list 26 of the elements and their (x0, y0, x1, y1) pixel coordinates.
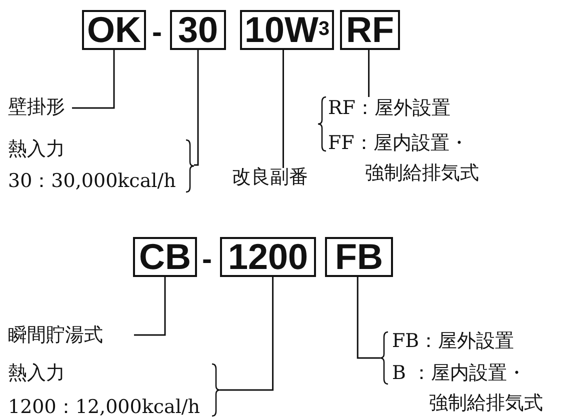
label-text: 熱入力 (8, 140, 65, 159)
label-text: FF：屋内設置・強制給排気式 (328, 131, 480, 186)
code-box: 1200 (220, 237, 316, 277)
code-box: OK (82, 10, 146, 50)
code-box: FB (325, 237, 393, 277)
label-text: 壁掛形 (8, 98, 72, 120)
label-text: 1200：12,000kcal/h (8, 398, 200, 417)
label-text: B ：屋内設置・強制給排気式 (392, 361, 544, 416)
leader-line (220, 277, 274, 391)
code-box: CB (133, 237, 197, 277)
code-box: RF (340, 10, 400, 50)
label-text: 30：30,000kcal/h (8, 172, 176, 191)
label-text: 熱入力 (8, 364, 65, 383)
leader-line (72, 50, 115, 109)
hyphen-text: - (152, 18, 162, 48)
label-text: RF：屋外設置 (328, 99, 450, 118)
hyphen-text: - (202, 245, 212, 275)
leader-line (282, 50, 284, 168)
label-text: 改良副番 (232, 168, 316, 190)
code-box: 30 (170, 10, 226, 50)
label-text: FB：屋外設置 (392, 332, 514, 351)
label-text: 瞬間貯湯式 (8, 326, 118, 348)
leader-line (134, 277, 166, 336)
leader-line (368, 50, 370, 97)
leader-line (356, 277, 380, 359)
leader-line (194, 50, 199, 166)
